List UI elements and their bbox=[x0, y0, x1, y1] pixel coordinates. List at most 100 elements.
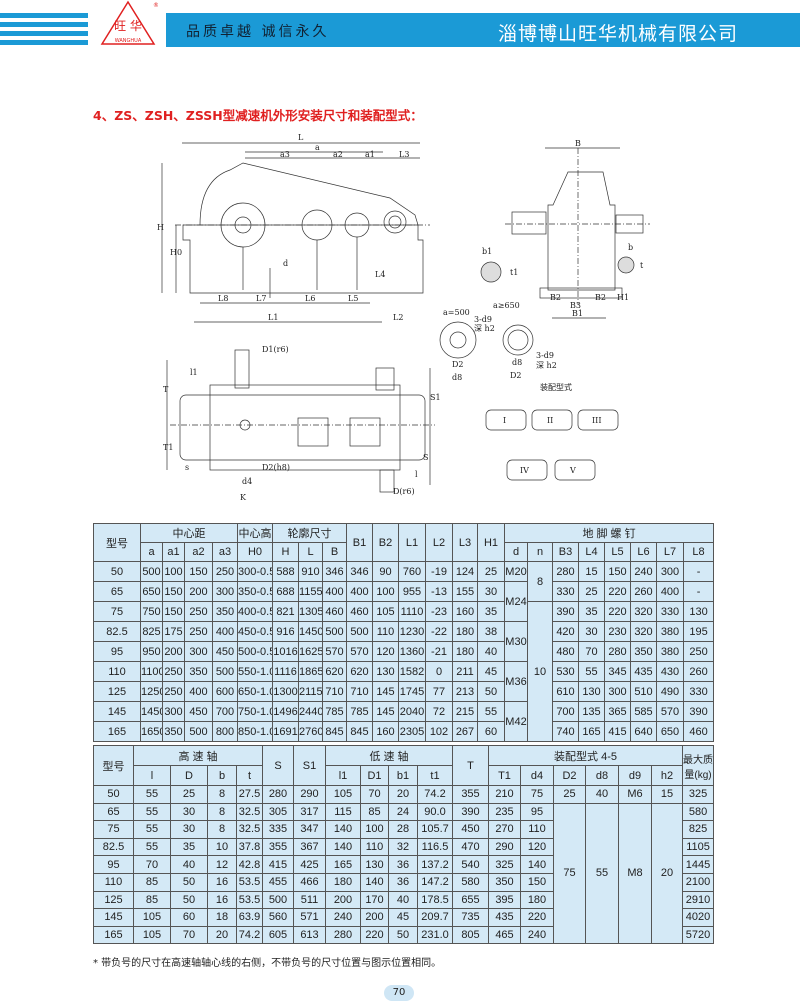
table-cell: 37.8 bbox=[236, 837, 263, 857]
table-cell: 260 bbox=[682, 661, 715, 682]
top-view bbox=[166, 349, 435, 493]
column-header: 中心高 bbox=[237, 523, 273, 543]
table-cell: 1650 bbox=[140, 721, 163, 742]
table-cell: 145 bbox=[93, 908, 134, 927]
svg-text:T1: T1 bbox=[163, 443, 173, 452]
table-cell: 500 bbox=[140, 561, 163, 582]
table-cell: 209.7 bbox=[417, 908, 453, 927]
table-cell: 170 bbox=[360, 890, 389, 910]
footnote: * 带负号的尺寸在高速轴轴心线的右侧，不带负号的尺寸位置与图示位置相同。 bbox=[93, 958, 442, 969]
table-cell: 82.5 bbox=[93, 621, 141, 642]
column-header: a3 bbox=[212, 542, 238, 562]
table-cell: 77 bbox=[425, 681, 453, 702]
table-cell: -13 bbox=[425, 581, 453, 602]
table-cell: 50 bbox=[388, 925, 418, 945]
table-row: 1651650350500800850-1.016912760845845160… bbox=[93, 721, 715, 742]
svg-text:L4: L4 bbox=[375, 270, 385, 279]
table-cell: 240 bbox=[520, 925, 554, 945]
table-cell: 74.2 bbox=[236, 925, 263, 945]
table-cell: 110 bbox=[372, 621, 399, 642]
table-cell: 45 bbox=[388, 908, 418, 927]
column-header: d9 bbox=[618, 765, 652, 786]
table-cell: 160 bbox=[452, 601, 478, 622]
table-cell: 36 bbox=[388, 855, 418, 874]
svg-text:H: H bbox=[157, 223, 164, 232]
table-cell: 330 bbox=[682, 681, 715, 702]
table-cell: 1745 bbox=[398, 681, 426, 702]
table-cell: 355 bbox=[452, 785, 489, 804]
table-cell: 125 bbox=[93, 681, 141, 702]
table-cell: 650 bbox=[140, 581, 163, 602]
table-cell: 710 bbox=[322, 681, 347, 702]
table-cell: 750 bbox=[140, 601, 163, 622]
table-cell: 910 bbox=[298, 561, 323, 582]
table-cell: 55 bbox=[477, 701, 505, 722]
column-header: 装配型式 4-5 bbox=[487, 745, 684, 766]
slogan: 品质卓越 诚信永久 bbox=[186, 24, 330, 40]
svg-text:旺 华: 旺 华 bbox=[114, 19, 142, 33]
table-cell: 250 bbox=[212, 561, 238, 582]
table-cell: 110 bbox=[520, 820, 554, 839]
table-cell: 165 bbox=[325, 855, 361, 874]
table-cell: 145 bbox=[372, 701, 399, 722]
table-cell: 1110 bbox=[398, 601, 426, 622]
table-cell: 1300 bbox=[272, 681, 299, 702]
table-cell: 95 bbox=[93, 855, 134, 874]
table-cell: 180 bbox=[452, 621, 478, 642]
table-cell: 50 bbox=[93, 785, 134, 804]
table-cell: 85 bbox=[133, 872, 171, 892]
table-cell: 500 bbox=[322, 621, 347, 642]
table-cell: 100 bbox=[360, 820, 389, 839]
svg-text:d4: d4 bbox=[242, 477, 252, 486]
table-cell: 10 bbox=[527, 601, 553, 742]
table-cell: 140 bbox=[360, 872, 389, 892]
svg-text:L6: L6 bbox=[305, 294, 315, 303]
table-cell: 450 bbox=[184, 701, 213, 722]
svg-text:t1: t1 bbox=[510, 268, 518, 277]
column-header: 轮廓尺寸 bbox=[272, 523, 347, 543]
table-cell: 90.0 bbox=[417, 802, 453, 822]
column-header: L6 bbox=[630, 542, 657, 562]
table-cell: 466 bbox=[293, 872, 326, 892]
table-cell: 613 bbox=[293, 925, 326, 945]
table-cell: 110 bbox=[93, 872, 134, 892]
side-view bbox=[480, 147, 650, 319]
table-cell: 325 bbox=[682, 785, 715, 804]
svg-text:D1(r6): D1(r6) bbox=[262, 345, 289, 354]
table-cell: 15 bbox=[578, 561, 605, 582]
table-cell: 470 bbox=[452, 837, 489, 857]
table-cell: 750-1.0 bbox=[237, 701, 273, 722]
column-header: d4 bbox=[520, 765, 554, 786]
table-cell: 35 bbox=[170, 837, 208, 857]
table-cell: 60 bbox=[477, 721, 505, 742]
table-cell: 571 bbox=[293, 908, 326, 927]
table-cell: 460 bbox=[346, 601, 373, 622]
table-cell: 20 bbox=[650, 802, 684, 945]
table-cell: 250 bbox=[184, 621, 213, 642]
table-cell: 346 bbox=[322, 561, 347, 582]
table-cell: 1105 bbox=[682, 837, 715, 857]
table-cell: 510 bbox=[630, 681, 657, 702]
table-cell: 140 bbox=[325, 837, 361, 857]
table-cell: 1155 bbox=[298, 581, 323, 602]
table-cell: 400 bbox=[322, 581, 347, 602]
table-cell: 450 bbox=[212, 641, 238, 662]
table-cell: -22 bbox=[425, 621, 453, 642]
table-cell: 175 bbox=[162, 621, 185, 642]
page-number: 70 bbox=[384, 985, 414, 1001]
svg-text:K: K bbox=[240, 493, 247, 502]
table-cell: 40 bbox=[170, 855, 208, 874]
table-cell: 400-0.5 bbox=[237, 601, 273, 622]
table-cell: 620 bbox=[322, 661, 347, 682]
table-cell: 70 bbox=[170, 925, 208, 945]
table-cell: 75 bbox=[520, 785, 554, 804]
table-cell: 305 bbox=[262, 802, 294, 822]
column-header: l bbox=[133, 765, 171, 786]
table-cell: 124 bbox=[452, 561, 478, 582]
column-header: L4 bbox=[578, 542, 605, 562]
table-cell: 2305 bbox=[398, 721, 426, 742]
table-cell: 145 bbox=[372, 681, 399, 702]
